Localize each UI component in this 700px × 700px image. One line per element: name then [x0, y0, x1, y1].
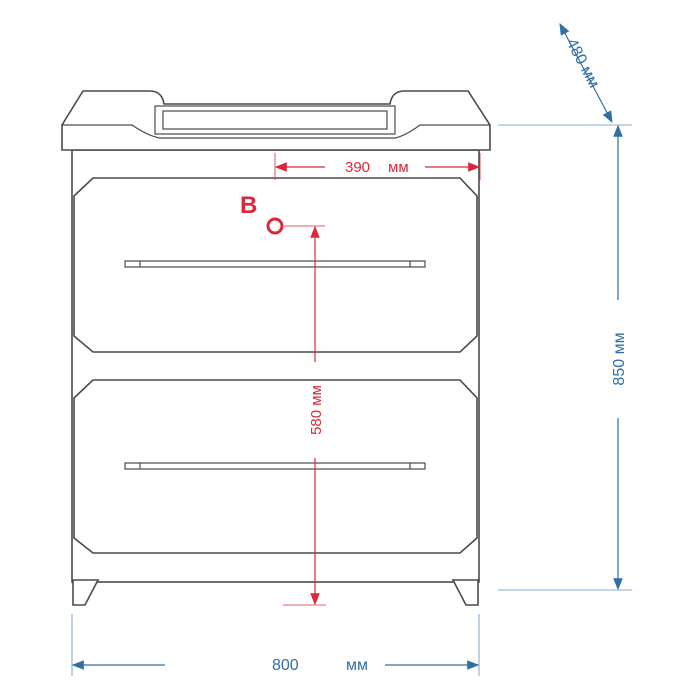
width-dimension: 800 мм [71, 614, 480, 676]
depth-dimension: 480 мм [498, 22, 632, 126]
countertop [61, 90, 491, 151]
height-label: 850 мм [611, 332, 628, 385]
countertop-edge [62, 124, 490, 139]
outlet-offset-dimension: 390 мм [274, 153, 481, 180]
sink-basin-inner [162, 110, 388, 130]
height-dimension: 850 мм [498, 124, 632, 591]
width-unit: мм [346, 657, 368, 674]
outlet-height-dimension: 580 мм [283, 225, 326, 606]
depth-arrow [559, 22, 613, 124]
outlet-point-icon [266, 217, 284, 235]
drawer-bottom-handle [124, 462, 426, 470]
outlet-offset-unit: мм [388, 159, 409, 176]
countertop-outline [61, 90, 491, 151]
depth-label: 480 мм [562, 36, 602, 91]
outlet-height-label: 580 мм [308, 385, 325, 435]
drawer-bottom [73, 379, 478, 554]
outlet-marker-label: B [240, 192, 257, 219]
cabinet-leg-right [451, 579, 479, 606]
sink-basin [154, 105, 396, 135]
drawer-top-handle [124, 260, 426, 268]
outlet-marker: B [240, 192, 325, 235]
width-value: 800 [272, 657, 299, 674]
cabinet-leg-left [72, 579, 100, 606]
outlet-offset-value: 390 [345, 159, 370, 176]
drawer-top [73, 177, 478, 353]
